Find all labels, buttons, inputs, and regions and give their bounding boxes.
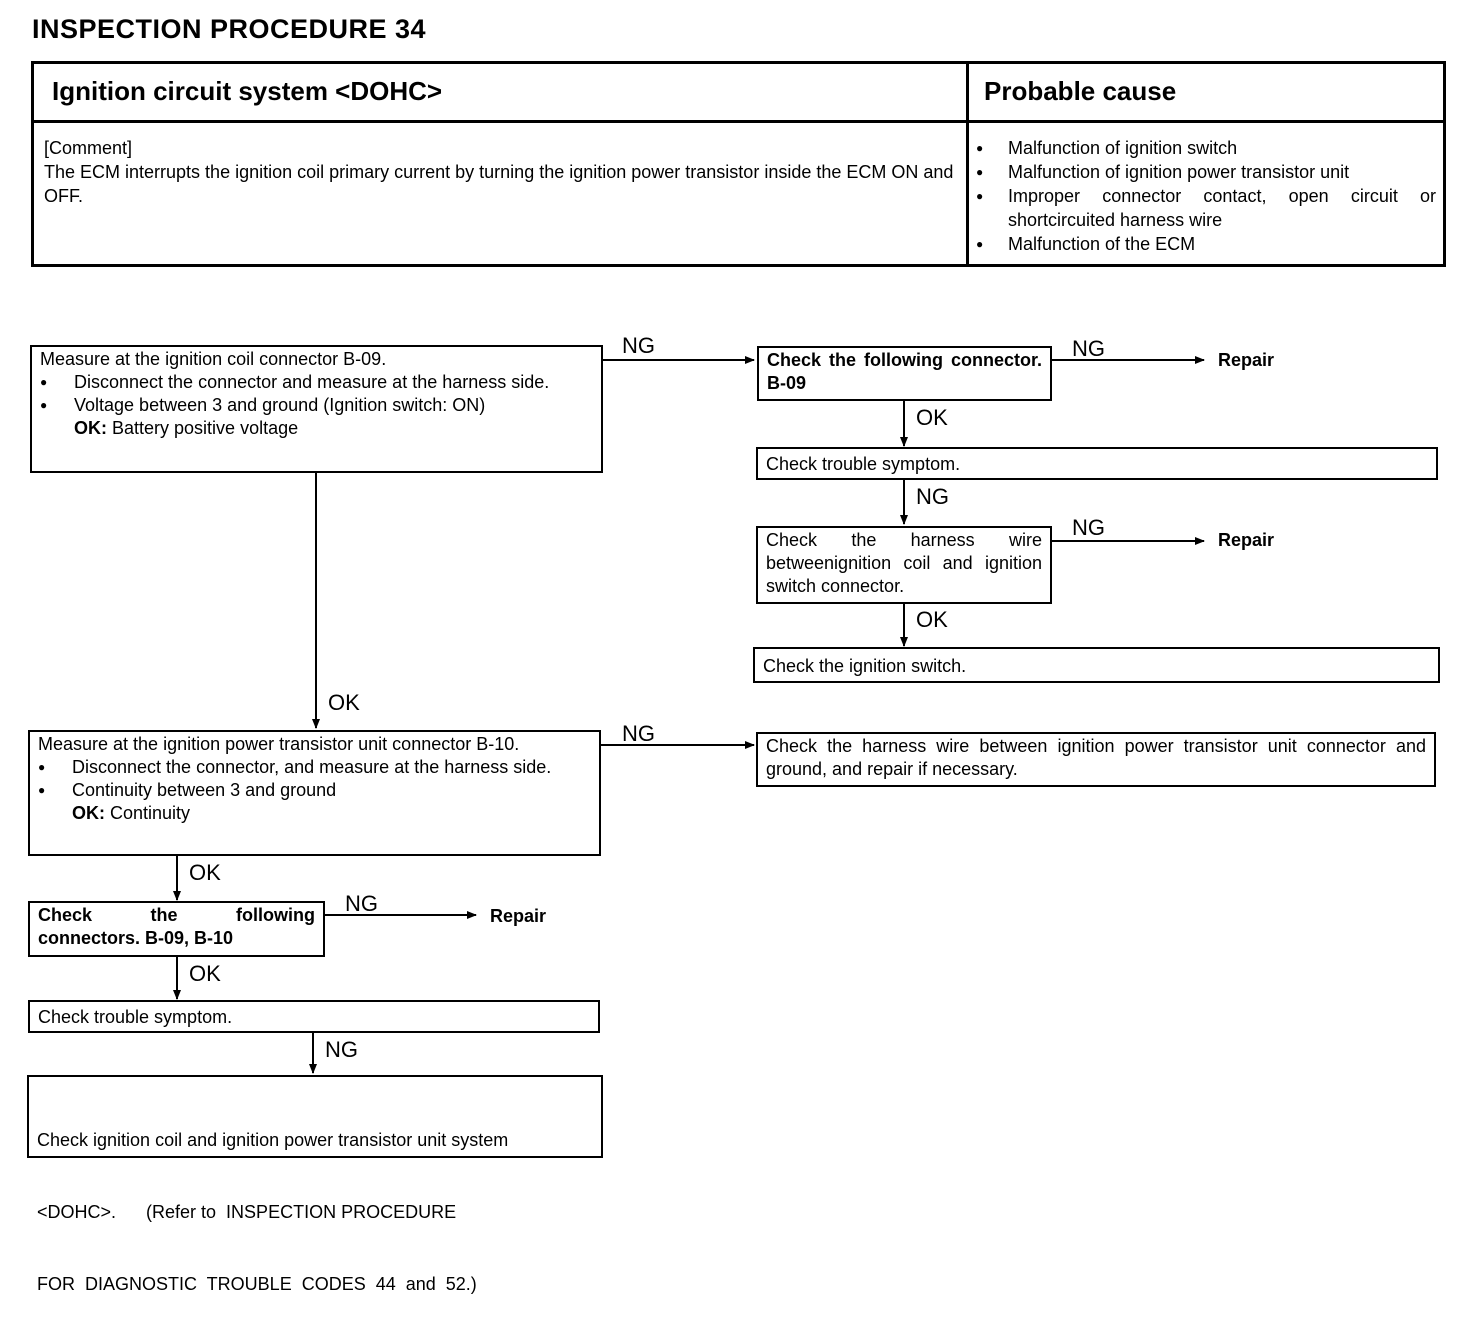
ok-label-step2: OK — [189, 860, 221, 885]
step2-ok-value: Continuity — [110, 803, 191, 823]
step1-ok-criteria: OK: Battery positive voltage — [40, 417, 593, 440]
step2-title: Measure at the ignition power transistor… — [38, 734, 520, 754]
step2-bullet-continuity: Continuity between 3 and ground — [38, 779, 591, 802]
ng-label-connector: NG — [1072, 336, 1105, 361]
procedure-title: Ignition circuit system <DOHC> — [52, 76, 443, 106]
step1-title: Measure at the ignition coil connector B… — [40, 349, 387, 369]
check-trouble-symptom-box-2: Check trouble symptom. — [28, 1000, 600, 1033]
step5-line1: Check ignition coil and ignition power t… — [37, 1130, 509, 1150]
step1-ok-label: OK: — [74, 418, 107, 438]
check-trouble-symptom-box-1: Check trouble symptom. — [756, 447, 1438, 480]
check-connector-b09-box: Check the following connector. B-09 — [757, 346, 1052, 401]
repair-label-connector: Repair — [1218, 350, 1275, 370]
repair-label-connectors: Repair — [490, 906, 547, 926]
probable-cause-heading: Probable cause — [984, 76, 1177, 106]
cause-item: Malfunction of the ECM — [976, 232, 1436, 256]
step2-ok-criteria: OK: Continuity — [38, 802, 591, 825]
ok-label-connector: OK — [916, 405, 948, 430]
step1-bullet-voltage: Voltage between 3 and ground (Ignition s… — [40, 394, 593, 417]
ng-label-step2: NG — [622, 721, 655, 746]
step2-measure-transistor-box: Measure at the ignition power transistor… — [28, 730, 601, 856]
step1-ok-value: Battery positive voltage — [112, 418, 299, 438]
step5-line3: FOR DIAGNOSTIC TROUBLE CODES 44 and 52.) — [37, 1274, 477, 1294]
ok-label-step3: OK — [189, 961, 221, 986]
cause-item: Malfunction of ignition power transistor… — [976, 160, 1436, 184]
flow-connectors — [173, 356, 1205, 1074]
repair-label-harness: Repair — [1218, 530, 1275, 550]
check-ignition-coil-system-box: Check ignition coil and ignition power t… — [27, 1075, 603, 1294]
header-divider-vertical — [966, 64, 969, 264]
cause-item: Malfunction of ignition switch — [976, 136, 1436, 160]
step5-line2: <DOHC>. (Refer to INSPECTION PROCEDURE — [37, 1202, 457, 1222]
cause-item: Improper connector contact, open circuit… — [976, 184, 1436, 232]
ok-label-harness: OK — [916, 607, 948, 632]
ok-label-step1: OK — [328, 690, 360, 715]
step1-bullet-disconnect: Disconnect the connector and measure at … — [40, 371, 593, 394]
header-table: Ignition circuit system <DOHC> Probable … — [31, 61, 1446, 267]
step2-bullet-disconnect: Disconnect the connector, and measure at… — [38, 756, 591, 779]
check-harness-wire-box: Check the harness wire betweenignition c… — [756, 526, 1052, 604]
comment-block: [Comment] The ECM interrupts the ignitio… — [44, 136, 954, 208]
comment-text: The ECM interrupts the ignition coil pri… — [44, 162, 954, 206]
step1-measure-ignition-coil-box: Measure at the ignition coil connector B… — [30, 345, 603, 473]
header-divider-horizontal — [34, 120, 1443, 123]
probable-cause-list: Malfunction of ignition switch Malfuncti… — [976, 136, 1436, 256]
ng-label-trouble: NG — [916, 484, 949, 509]
ng-label-step3: NG — [345, 891, 378, 916]
comment-label: [Comment] — [44, 138, 133, 158]
check-ignition-switch-box: Check the ignition switch. — [753, 647, 1440, 683]
ng-label-harness: NG — [1072, 515, 1105, 540]
step2-ok-label: OK: — [72, 803, 105, 823]
check-connectors-b09-b10-box: Check the following connectors. B-09, B-… — [28, 901, 325, 957]
ng-label-step4: NG — [325, 1037, 358, 1062]
check-harness-ground-box: Check the harness wire between ignition … — [756, 732, 1436, 787]
ng-label-step1: NG — [622, 333, 655, 358]
page-title: INSPECTION PROCEDURE 34 — [32, 14, 427, 44]
